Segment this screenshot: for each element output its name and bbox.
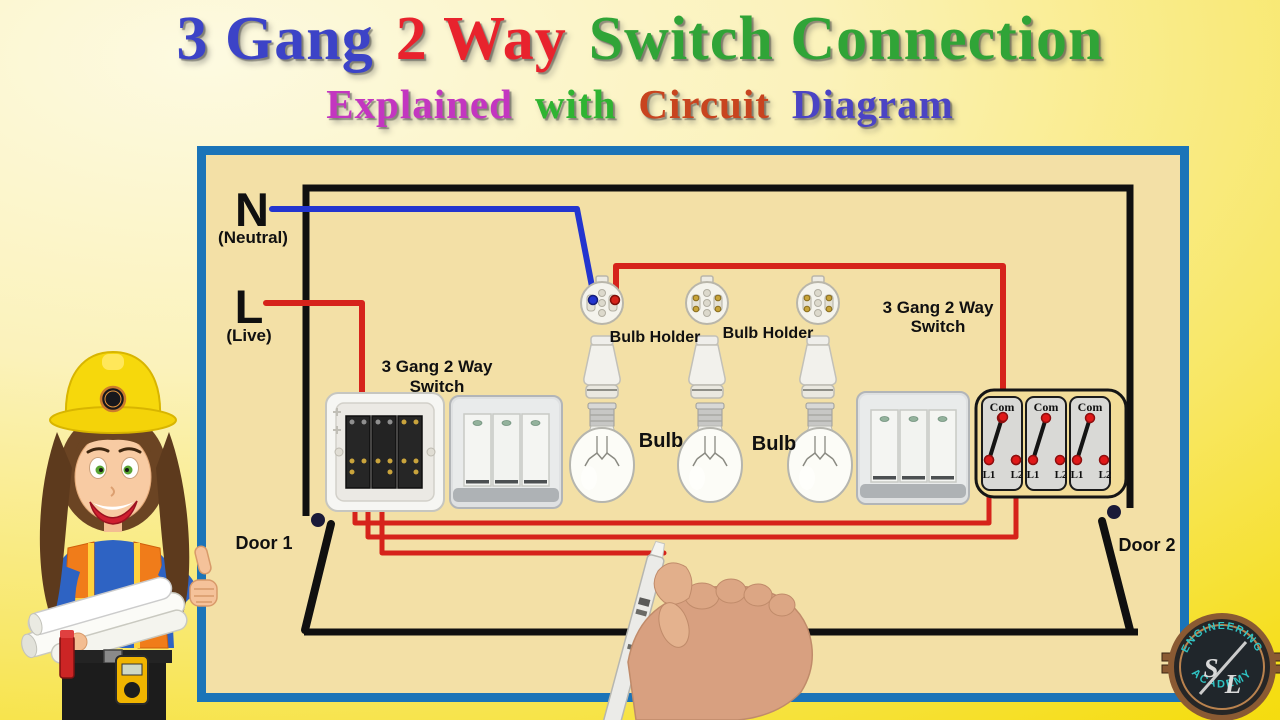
- live-wire-holder-to-right-switch: [613, 263, 1006, 419]
- title-word-2: 2 Way: [395, 5, 567, 73]
- terminal-com-1: Com: [990, 400, 1015, 414]
- eyes: [86, 447, 142, 479]
- terminal-l1-2: L1: [1027, 469, 1040, 481]
- bulb-holder-label-1: Bulb Holder: [610, 329, 701, 346]
- terminal-l2-2: L2: [1055, 469, 1068, 481]
- bulb-label-1: Bulb: [639, 430, 683, 452]
- logo-monogram-s: S: [1203, 653, 1218, 683]
- two-way-switch-schematic: Com Com Com L1 L2 L1 L2 L1 L2: [974, 388, 1128, 499]
- subtitle-word-3: Circuit: [638, 81, 770, 127]
- pendant-holder-3: [798, 335, 838, 399]
- neutral-wire: [269, 206, 597, 300]
- switch-plate-right: [856, 391, 970, 505]
- switch-mechanism-2: [371, 415, 397, 489]
- logo-monogram-l: L: [1224, 669, 1242, 699]
- hand-with-marker: [600, 540, 813, 720]
- title-word-1: 3 Gang: [176, 5, 374, 73]
- red-tool: [59, 630, 75, 679]
- door2-label: Door 2: [1118, 535, 1175, 555]
- live-name: (Live): [226, 326, 271, 345]
- terminal-l2-3: L2: [1099, 469, 1112, 481]
- right-switch-label-line2: Switch: [911, 317, 966, 336]
- switch-plate-left: [449, 395, 563, 509]
- terminal-l1-1: L1: [983, 469, 996, 481]
- terminal-com-2: Com: [1034, 400, 1059, 414]
- door2-hinge-dot: [1107, 505, 1121, 519]
- terminal-l2-1: L2: [1011, 469, 1024, 481]
- bulb-label-2: Bulb: [752, 433, 796, 455]
- subtitle-word-2: with: [534, 81, 617, 127]
- bulb-holder-label-2: Bulb Holder: [723, 325, 814, 342]
- bulb-holder-2: [685, 275, 729, 325]
- neutral-name: (Neutral): [218, 228, 288, 247]
- engineer-mascot: [21, 350, 218, 720]
- bulb-holder-3: [796, 275, 840, 325]
- bulb-icon-3: [787, 402, 853, 503]
- terminal-com-3: Com: [1078, 400, 1103, 414]
- bulb-icon-1: [569, 402, 635, 503]
- title-word-3: Switch Connection: [588, 5, 1104, 73]
- bulb-holder-1: [580, 275, 624, 325]
- left-switch-label-line1: 3 Gang 2 Way: [382, 357, 493, 376]
- main-title: 3 Gang 2 Way Switch Connection: [0, 4, 1280, 75]
- door1-swing: [301, 520, 335, 634]
- terminal-l1-3: L1: [1071, 469, 1084, 481]
- channel-logo: ENGINEERING ACADEMY S L: [1161, 613, 1280, 720]
- right-switch-label-line1: 3 Gang 2 Way: [883, 298, 994, 317]
- hard-hat: [49, 350, 177, 434]
- sub-title: Explained with Circuit Diagram: [0, 80, 1280, 128]
- live-letter: L: [235, 280, 264, 333]
- hair-left: [39, 432, 72, 620]
- switch-back-box: [325, 392, 445, 512]
- left-switch-label-line2: Switch: [410, 377, 465, 396]
- subtitle-word-4: Diagram: [791, 81, 954, 127]
- door1-label: Door 1: [235, 533, 292, 553]
- neutral-letter: N: [235, 183, 269, 236]
- hair-right: [156, 432, 190, 628]
- subtitle-word-1: Explained: [326, 81, 513, 127]
- door1-hinge-dot: [311, 513, 325, 527]
- smile: [89, 500, 138, 525]
- switch-mechanism-3: [397, 415, 423, 489]
- bulb-icon-2: [677, 402, 743, 503]
- switch-mechanism-1: [345, 415, 371, 489]
- door2-swing: [1098, 517, 1134, 634]
- multimeter: [115, 655, 149, 705]
